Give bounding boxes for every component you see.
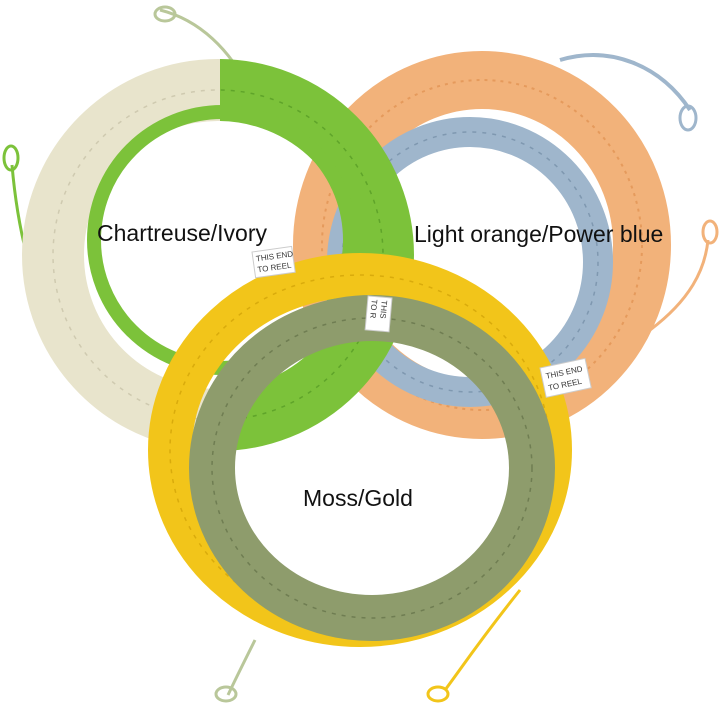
reel-tag-3: THIS TO R (364, 295, 393, 333)
caption-moss-gold: Moss/Gold (303, 485, 413, 511)
reel-tag-1: THIS END TO REEL (251, 245, 296, 279)
caption-light-orange-power-blue: Light orange/Power blue (414, 221, 664, 247)
caption-chartreuse-ivory: Chartreuse/Ivory (97, 220, 268, 246)
svg-text:TO R: TO R (368, 299, 379, 319)
svg-text:THIS: THIS (378, 300, 389, 319)
reel-tag-2: THIS END TO REEL (539, 357, 592, 398)
